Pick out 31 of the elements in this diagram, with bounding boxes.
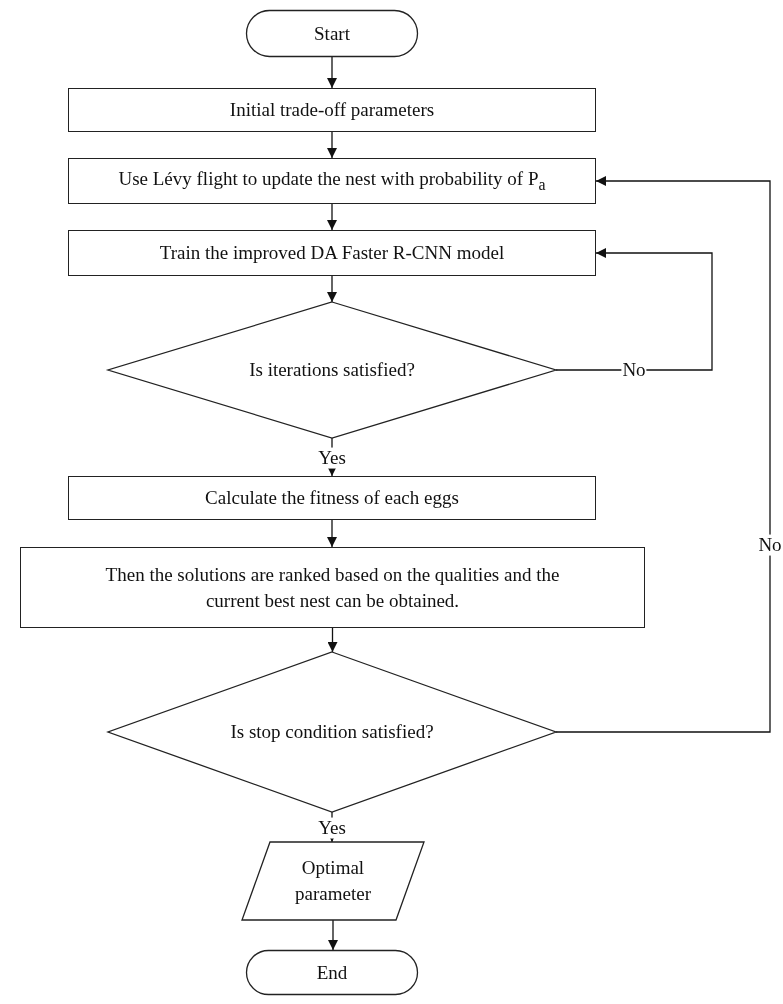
node-text: Optimal parameter xyxy=(294,856,372,906)
node-text: Is iterations satisfied? xyxy=(249,358,415,383)
arrow xyxy=(327,56,337,89)
node-text: Train the improved DA Faster R-CNN model xyxy=(159,241,505,266)
arrow xyxy=(327,627,338,653)
process-box xyxy=(68,476,596,520)
node-text: Is stop condition satisfied? xyxy=(230,720,434,745)
process-box xyxy=(68,88,596,132)
data-parallelogram xyxy=(242,842,424,920)
terminal-shape xyxy=(246,950,418,995)
arrow xyxy=(328,919,338,951)
node-text: Start xyxy=(314,21,350,46)
arrow xyxy=(555,176,771,733)
process-box xyxy=(68,158,596,204)
node-text: End xyxy=(316,960,348,985)
arrow xyxy=(327,131,337,159)
arrow xyxy=(327,203,337,231)
node-text: Calculate the fitness of each eggs xyxy=(205,486,459,511)
edge-label: Yes xyxy=(317,447,347,469)
process-box xyxy=(68,230,596,276)
edge-label: No xyxy=(757,534,783,556)
node-text: Then the solutions are ranked based on the qualities and the current best nest can be obtained. xyxy=(104,562,561,613)
node-text: Initial trade-off parameters xyxy=(229,98,435,123)
process-box xyxy=(20,547,645,628)
arrow xyxy=(555,248,713,371)
decision-diamond xyxy=(108,652,556,812)
arrow xyxy=(327,275,337,303)
decision-diamond xyxy=(108,302,556,438)
terminal-shape xyxy=(246,10,418,57)
arrow xyxy=(327,519,337,548)
node-text: Use Lévy flight to update the nest with probability of P$_{a}$ xyxy=(118,167,546,196)
